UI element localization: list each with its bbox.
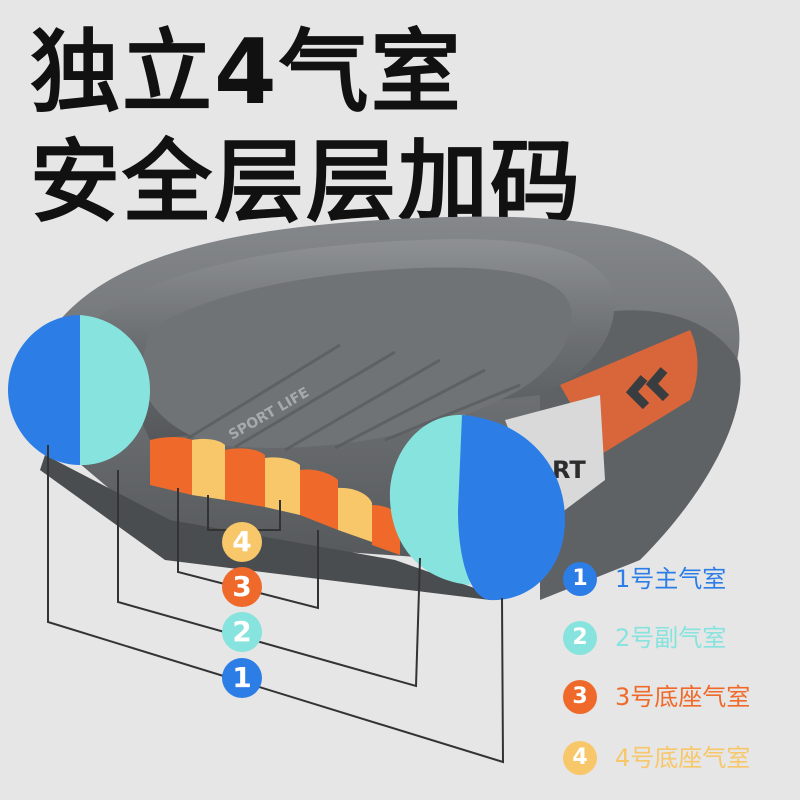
floor-slats — [184, 343, 521, 452]
side-text: RT — [552, 456, 586, 484]
chevron-icons — [625, 367, 670, 410]
base-chamber-3a — [150, 437, 192, 495]
legend-label-1: 1号主气室 — [615, 565, 727, 593]
badge-chamber-3: 3 — [222, 567, 262, 607]
right-chamber-2 — [389, 414, 470, 585]
left-chamber-1 — [8, 315, 80, 465]
boat-base-edge — [40, 455, 490, 600]
legend-badge-3: 3 — [563, 680, 597, 714]
callout-line-1 — [47, 445, 505, 764]
base-chambers — [150, 437, 400, 555]
legend-label-2: 2号副气室 — [615, 624, 727, 652]
legend-label-3: 3号底座气室 — [615, 683, 751, 711]
legend-label-4: 4号底座气室 — [615, 744, 751, 772]
legend-badge-2: 2 — [563, 621, 597, 655]
badge-chamber-4: 4 — [222, 522, 262, 562]
right-chamber-1 — [458, 415, 565, 601]
base-chamber-4b — [265, 457, 300, 515]
headline-line-1: 独立4气室 — [30, 20, 463, 125]
base-chamber-4d — [338, 487, 372, 542]
headline-line-2: 安全层层加码 — [30, 130, 582, 235]
legend-badge-1: 1 — [563, 562, 597, 596]
legend-badge-4: 4 — [563, 741, 597, 775]
badge-chamber-2: 2 — [222, 612, 262, 652]
side-white-band — [505, 395, 605, 525]
base-chamber-4a — [192, 438, 225, 500]
callout-line-2 — [117, 470, 421, 688]
left-chamber-2 — [80, 315, 150, 466]
base-chamber-3b — [225, 448, 265, 507]
callout-lines — [47, 445, 505, 764]
base-chamber-3c — [300, 469, 338, 530]
badge-chamber-1: 1 — [222, 658, 262, 698]
